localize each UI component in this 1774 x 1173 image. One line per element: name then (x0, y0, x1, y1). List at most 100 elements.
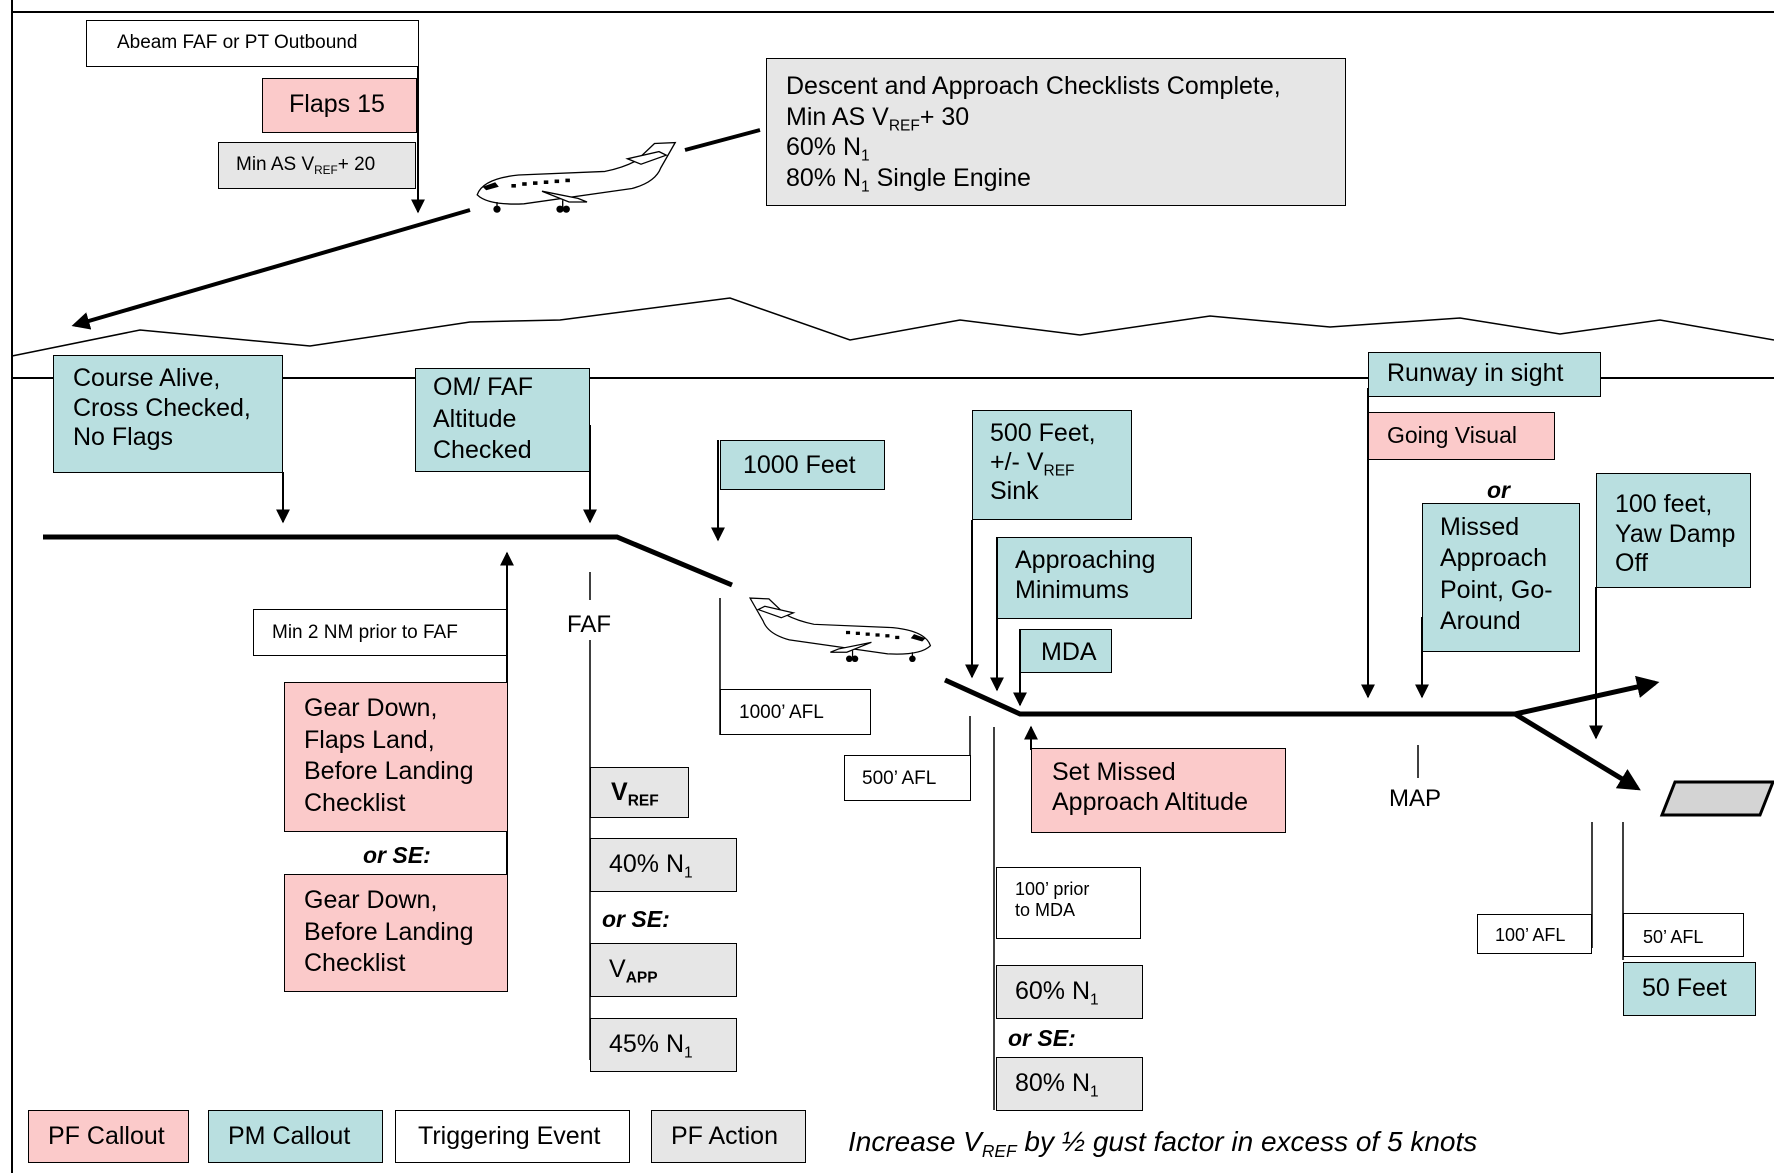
thousand-feet-callout: 1000 Feet (720, 440, 885, 490)
gear-down-se-callout: Gear Down, Before Landing Checklist (284, 874, 508, 992)
aircraft-icon-lower (748, 597, 932, 663)
going-visual-text: Going Visual (1387, 422, 1517, 448)
vapp-sub: APP (625, 969, 658, 987)
gear-down-flaps-callout: Gear Down, Flaps Land, Before Landing Ch… (284, 682, 508, 832)
descent-line4-pre: 80% N (786, 163, 862, 192)
hundred-feet-line2: Yaw Damp (1615, 519, 1736, 548)
hundred-feet-line3: Off (1615, 549, 1648, 577)
gear-flaps-line3: Before Landing (304, 757, 474, 785)
approach-path-final (943, 677, 1515, 717)
or-se-label-gear: or SE: (363, 842, 431, 868)
runway (1659, 780, 1774, 817)
going-visual-callout: Going Visual (1368, 412, 1555, 460)
om-faf-callout: OM/ FAF Altitude Checked (415, 368, 590, 472)
afl-500-event: 500’ AFL (844, 755, 971, 801)
gear-flaps-line4: Checklist (304, 788, 406, 817)
descent-line2-sub: REF (888, 116, 920, 134)
set-missed-altitude-callout: Set Missed Approach Altitude (1031, 748, 1286, 833)
afl-100-text: 100’ AFL (1495, 925, 1566, 945)
min-as-20-sub: REF (314, 164, 338, 178)
om-faf-line1: OM/ FAF (433, 373, 533, 401)
descent-line1: Descent and Approach Checklists Complete… (786, 72, 1281, 100)
gear-flaps-line2: Flaps Land, (304, 725, 435, 754)
descent-line4-sub: 1 (861, 177, 870, 195)
afl-100-event: 100’ AFL (1477, 914, 1592, 954)
or-se-label-faf: or SE: (602, 906, 670, 932)
gust-note-pre: Increase V (848, 1126, 982, 1157)
set-missed-line2: Approach Altitude (1052, 787, 1248, 816)
min-as-vref20-action: Min AS VREF+ 20 (218, 142, 416, 189)
approaching-line1: Approaching (1015, 546, 1156, 574)
descent-line4: 80% N1 Single Engine (786, 163, 1345, 195)
vapp-action: VAPP (590, 943, 737, 997)
hundred-feet-callout: 100 feet, Yaw Damp Off (1596, 473, 1751, 588)
course-alive-line1: Course Alive, (73, 364, 221, 392)
n1-60-sub: 1 (1090, 991, 1099, 1009)
course-alive-line3: No Flags (73, 423, 174, 451)
descent-line3-sub: 1 (861, 147, 870, 165)
gear-se-line3: Checklist (304, 949, 406, 977)
course-alive-line2: Cross Checked, (73, 393, 251, 422)
descent-line4-post: Single Engine (869, 163, 1031, 192)
runway-in-sight-text: Runway in sight (1387, 359, 1564, 387)
five-hundred-line2-pre: +/- V (990, 448, 1044, 476)
n1-80-action: 80% N1 (996, 1057, 1143, 1111)
approaching-minimums-callout: Approaching Minimums (997, 537, 1192, 619)
n1-80-sub: 1 (1090, 1083, 1099, 1101)
missed-approach-callout: Missed Approach Point, Go- Around (1422, 503, 1580, 652)
legend-triggering-event: Triggering Event (395, 1110, 630, 1163)
afl-1000-event: 1000’ AFL (720, 689, 871, 735)
set-missed-line1: Set Missed (1052, 758, 1176, 786)
aircraft-icon-upper (476, 141, 677, 213)
descent-line2-pre: Min AS V (786, 102, 889, 131)
n1-45-pre: 45% N (609, 1030, 685, 1058)
legend-triggering-event-text: Triggering Event (418, 1122, 601, 1150)
terrain-ridge (11, 297, 1774, 357)
mda-callout: MDA (1020, 629, 1112, 673)
faf-label: FAF (567, 611, 612, 638)
gust-note-post: by ½ gust factor in excess of 5 knots (1016, 1126, 1478, 1157)
legend-pf-callout: PF Callout (28, 1110, 189, 1163)
min-as-20-pre: Min AS V (236, 154, 315, 175)
abeam-faf-text: Abeam FAF or PT Outbound (117, 32, 358, 53)
approaching-line2: Minimums (1015, 575, 1129, 604)
prior-100-line1: 100’ prior (1015, 879, 1090, 899)
n1-40-action: 40% N1 (590, 838, 737, 892)
gear-se-line2: Before Landing (304, 917, 474, 946)
prior-100-line2: to MDA (1015, 900, 1076, 921)
flaps15-text: Flaps 15 (289, 90, 385, 118)
runway-in-sight-callout: Runway in sight (1368, 352, 1601, 397)
missed-line1: Missed (1440, 513, 1520, 541)
descent-line3-pre: 60% N (786, 133, 862, 161)
legend-pf-action-text: PF Action (671, 1122, 778, 1150)
min-2nm-text: Min 2 NM prior to FAF (272, 622, 458, 643)
five-hundred-callout: 500 Feet, +/- VREF Sink (972, 410, 1132, 520)
gust-factor-note: Increase VREF by ½ gust factor in excess… (848, 1126, 1478, 1162)
afl-50-text: 50’ AFL (1643, 927, 1704, 947)
prior-100-mda-event: 100’ prior to MDA (996, 867, 1141, 939)
descent-line3: 60% N1 (786, 132, 1345, 165)
n1-40-sub: 1 (684, 864, 693, 882)
descent-arrow-lower (71, 208, 471, 330)
n1-80-pre: 80% N (1015, 1069, 1091, 1097)
flaps15-callout: Flaps 15 (262, 78, 417, 133)
afl-1000-text: 1000’ AFL (739, 702, 824, 723)
mda-text: MDA (1041, 638, 1097, 666)
missed-line2: Approach (1440, 544, 1548, 573)
afl-50-event: 50’ AFL (1623, 913, 1744, 957)
legend-pm-callout-text: PM Callout (228, 1122, 351, 1150)
missed-line4: Around (1440, 606, 1521, 635)
legend-pf-callout-text: PF Callout (48, 1122, 165, 1150)
approach-path (43, 534, 733, 588)
legend-pf-action: PF Action (651, 1110, 806, 1163)
afl-500-text: 500’ AFL (862, 768, 937, 789)
min-as-20-post: + 20 (337, 154, 376, 175)
vref-pre: V (611, 778, 628, 806)
or-se-label-mda: or SE: (1008, 1025, 1076, 1051)
descent-arrow-upper (684, 128, 761, 152)
om-faf-line3: Checked (433, 436, 532, 464)
vref-action: VREF (590, 767, 689, 818)
gust-note-sub: REF (981, 1141, 1017, 1162)
